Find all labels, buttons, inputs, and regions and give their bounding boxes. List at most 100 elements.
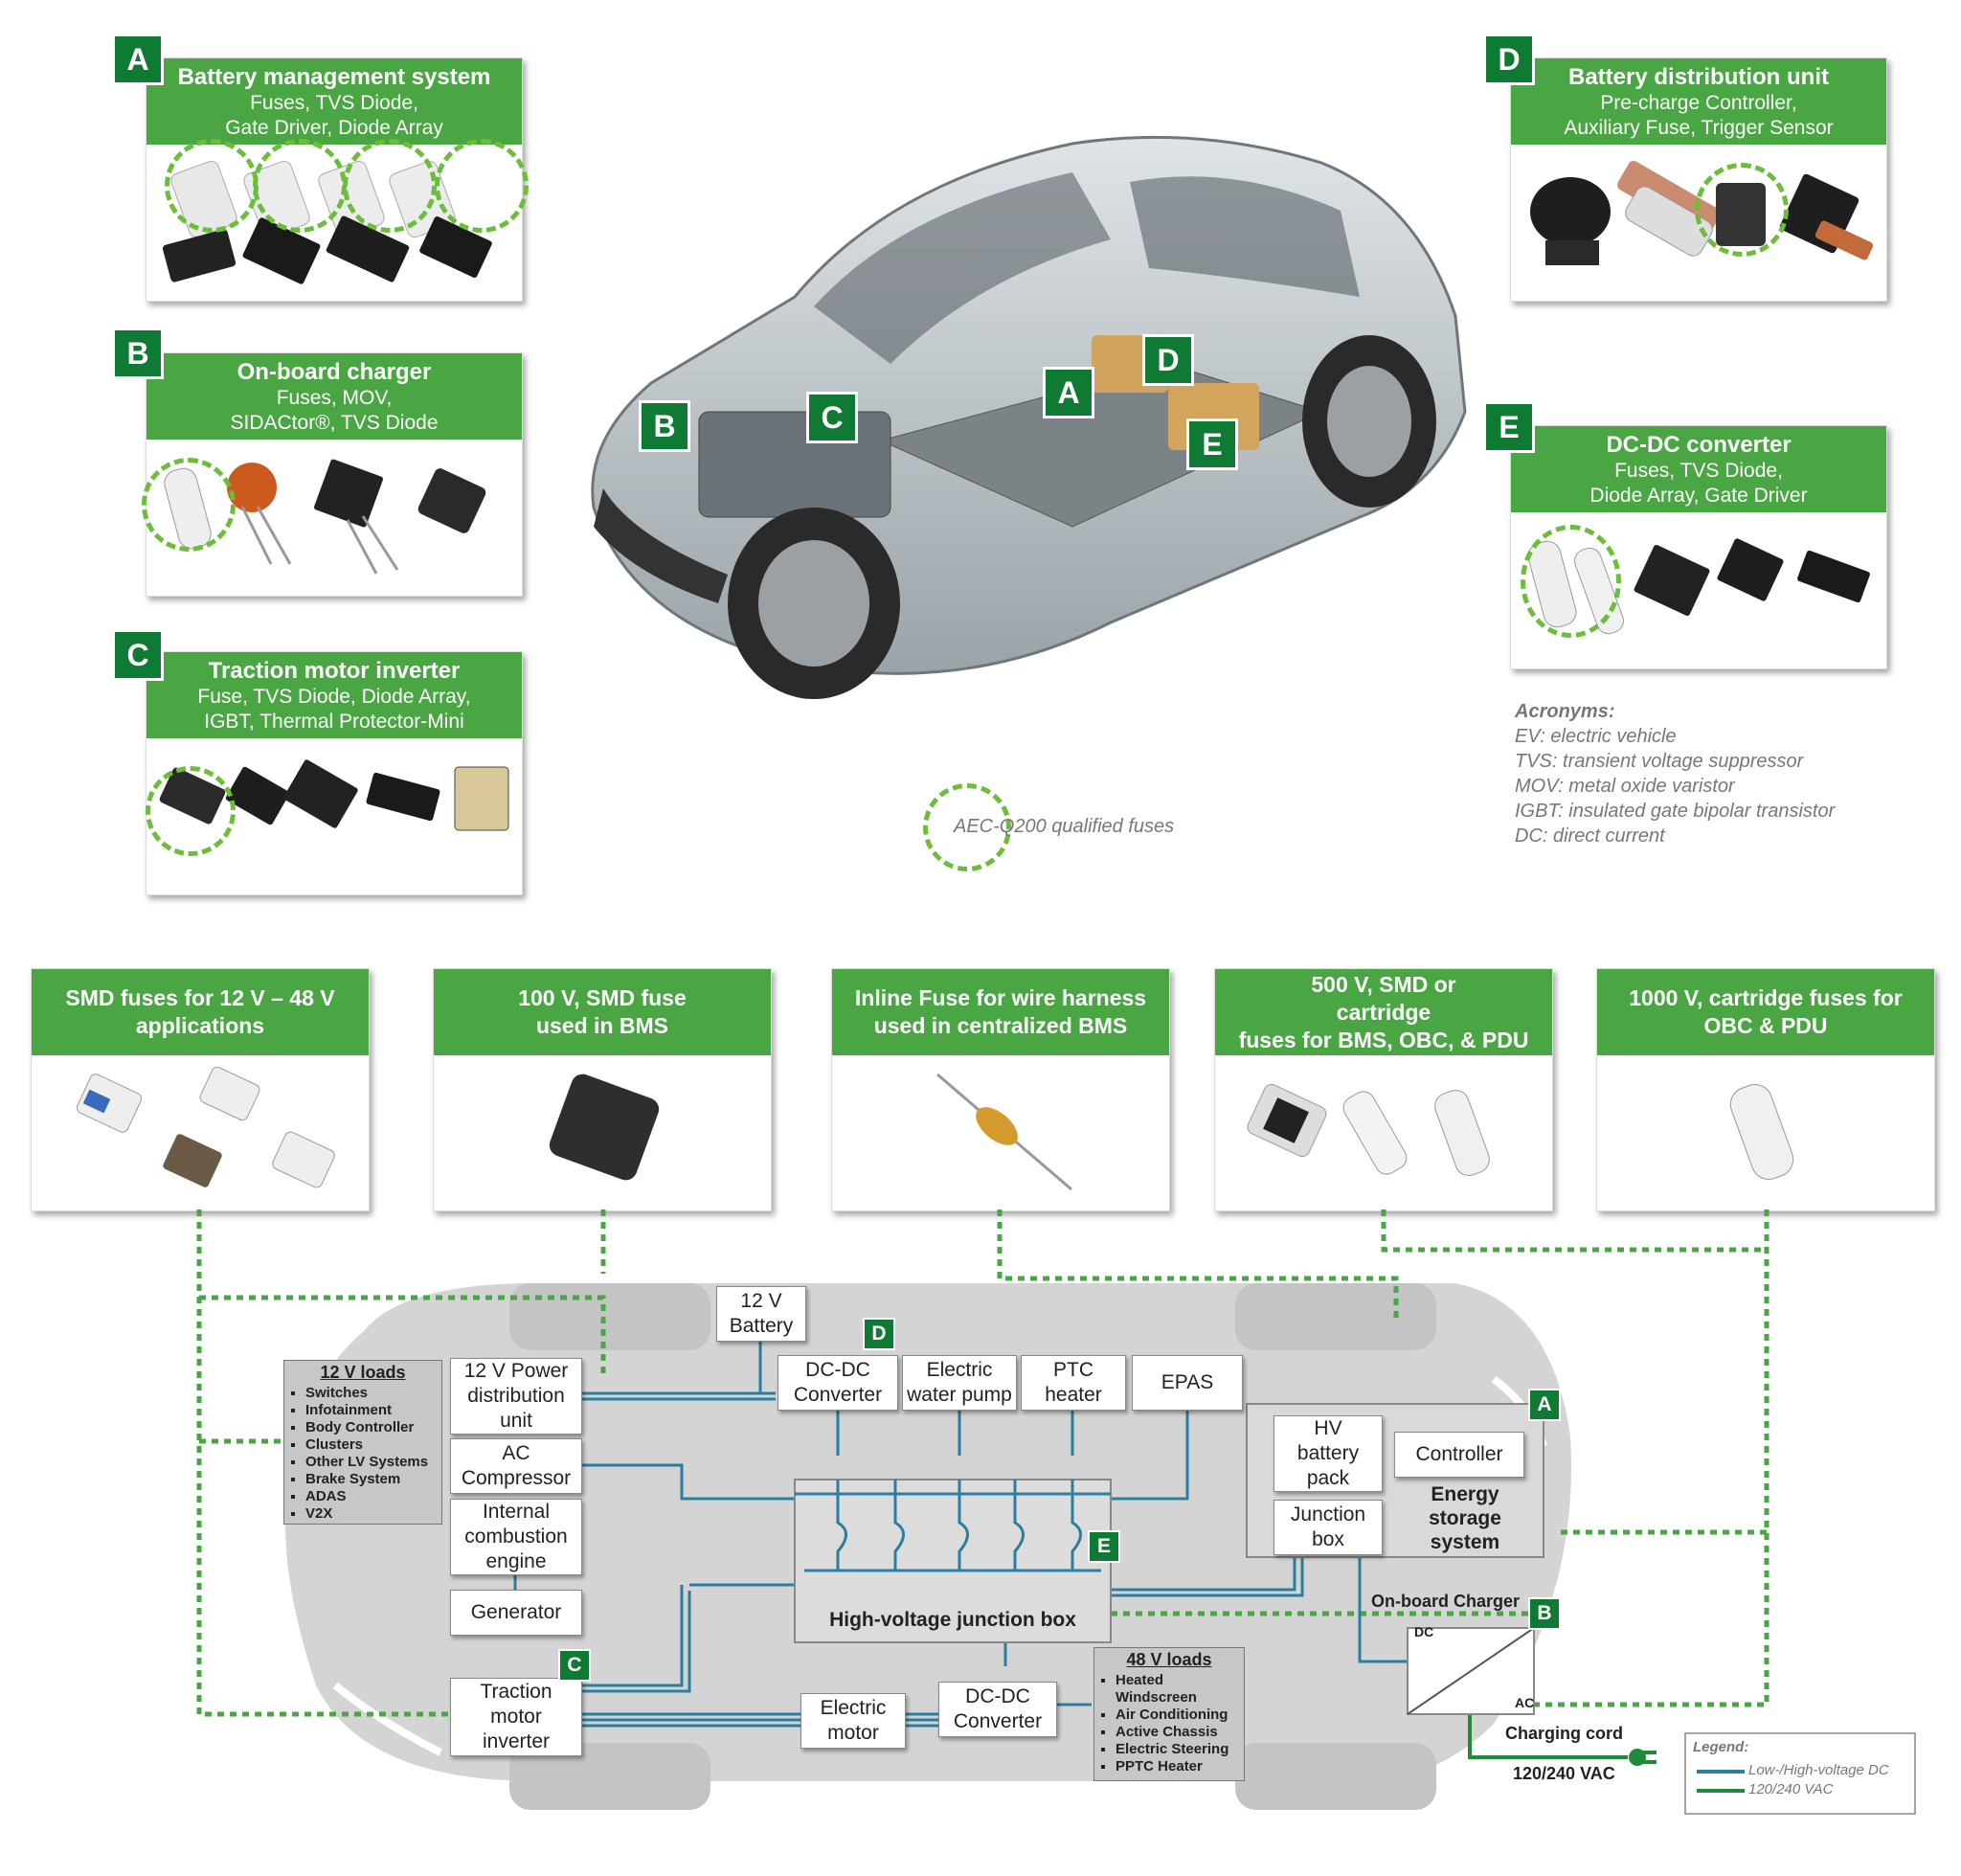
text-line: Controller bbox=[1415, 1443, 1503, 1465]
text-line: DC-DC bbox=[965, 1685, 1030, 1707]
card-header: Battery management system Fuses, TVS Dio… bbox=[147, 58, 522, 145]
loads-12v: 12 V loads Switches Infotainment Body Co… bbox=[283, 1360, 442, 1525]
text-line: distribution bbox=[467, 1385, 565, 1407]
block-electric-water-pump: Electric water pump bbox=[902, 1355, 1017, 1411]
category-line-3: fuses for BMS, OBC, & PDU bbox=[1238, 1027, 1529, 1052]
acronyms: Acronyms: EV: electric vehicle TVS: tran… bbox=[1515, 699, 1917, 848]
aec-ring bbox=[142, 458, 236, 552]
plug-icon bbox=[1629, 1749, 1646, 1766]
text-line: Electric bbox=[820, 1697, 887, 1719]
text-line: heater bbox=[1045, 1384, 1102, 1406]
car-badge-c: C bbox=[809, 395, 855, 441]
wheel-well bbox=[1235, 1283, 1436, 1350]
block-epas: EPAS bbox=[1132, 1355, 1243, 1411]
vac-label: 120/240 VAC bbox=[1513, 1764, 1615, 1783]
text-line: battery bbox=[1296, 1442, 1360, 1464]
block-dc-dc-converter-top: DC-DC Converter bbox=[778, 1355, 898, 1411]
category-500v: 500 V, SMD or cartridge fuses for BMS, O… bbox=[1214, 968, 1553, 1211]
diagram-badge-a: A bbox=[1530, 1390, 1559, 1419]
load-item: Windscreen bbox=[1116, 1689, 1197, 1706]
load-item: PPTC Heater bbox=[1116, 1758, 1244, 1775]
category-line-1: SMD fuses for 12 V – 48 V bbox=[65, 985, 335, 1010]
block-dc-dc-converter-bottom: DC-DC Converter bbox=[938, 1682, 1057, 1737]
text-line: Generator bbox=[470, 1601, 562, 1623]
card-badge-e: E bbox=[1486, 404, 1532, 450]
card-badge-a: A bbox=[115, 36, 161, 82]
acronym-item: TVS: transient voltage suppressor bbox=[1515, 751, 1804, 772]
block-hv-battery-pack: HV battery pack bbox=[1274, 1415, 1383, 1492]
text-line: 12 V bbox=[740, 1290, 782, 1312]
text-line: 12 V Power bbox=[463, 1360, 569, 1382]
obc-dc-label: DC bbox=[1414, 1624, 1434, 1639]
block-junction-box: Junction box bbox=[1274, 1500, 1383, 1555]
text-line: pack bbox=[1306, 1467, 1350, 1489]
aec-legend-label: AEC-Q200 qualified fuses bbox=[954, 816, 1175, 837]
text-line: Internal bbox=[482, 1501, 551, 1523]
category-header: 1000 V, cartridge fuses for OBC & PDU bbox=[1597, 969, 1934, 1055]
legend-ac: 120/240 VAC bbox=[1748, 1781, 1834, 1797]
card-subtitle-2: SIDACtor®, TVS Diode bbox=[230, 412, 439, 434]
ac-lines bbox=[1468, 1714, 1628, 1759]
text-line: combustion bbox=[464, 1526, 568, 1548]
component-images bbox=[1530, 160, 1874, 265]
block-internal-combustion-engine: Internal combustion engine bbox=[450, 1499, 582, 1575]
card-subtitle-1: Fuses, TVS Diode, bbox=[1614, 460, 1783, 482]
load-item: Infotainment bbox=[305, 1402, 441, 1419]
block-ptc-heater: PTC heater bbox=[1021, 1355, 1126, 1411]
block-generator: Generator bbox=[450, 1590, 582, 1636]
category-line-2: applications bbox=[135, 1013, 265, 1038]
load-item: ADAS bbox=[305, 1488, 441, 1505]
legend-title: Legend: bbox=[1693, 1739, 1749, 1755]
acronym-item: DC: direct current bbox=[1515, 825, 1665, 847]
aec-legend-ring bbox=[923, 783, 1011, 871]
category-image bbox=[549, 1074, 660, 1181]
category-1000v: 1000 V, cartridge fuses for OBC & PDU bbox=[1596, 968, 1935, 1211]
card-subtitle-2: Auxiliary Fuse, Trigger Sensor bbox=[1564, 117, 1834, 139]
legend-dc: Low-/High-voltage DC bbox=[1748, 1762, 1889, 1778]
car-badge-b: B bbox=[642, 403, 687, 449]
card-traction-motor-inverter: Traction motor inverter Fuse, TVS Diode,… bbox=[146, 651, 523, 895]
aec-ring bbox=[1521, 525, 1621, 638]
text-line: EPAS bbox=[1161, 1371, 1214, 1393]
load-item: Electric Steering bbox=[1116, 1741, 1244, 1758]
text-line: Traction bbox=[480, 1681, 552, 1703]
category-image bbox=[76, 1066, 335, 1188]
diagram-badge-c: C bbox=[560, 1651, 589, 1680]
hv-junction-box-label: High-voltage junction box bbox=[829, 1609, 1076, 1631]
category-header: Inline Fuse for wire harness used in cen… bbox=[832, 969, 1169, 1055]
card-subtitle-1: Fuses, TVS Diode, bbox=[250, 92, 418, 114]
card-subtitle-2: IGBT, Thermal Protector-Mini bbox=[204, 711, 464, 733]
obc-ac-label: AC bbox=[1515, 1695, 1535, 1710]
wheel-well bbox=[509, 1743, 710, 1810]
loads-list: Heated Windscreen Air Conditioning Activ… bbox=[1094, 1672, 1244, 1775]
block-12v-battery: 12 V Battery bbox=[716, 1286, 806, 1342]
fuse-symbols bbox=[795, 1480, 1111, 1572]
aec-ring bbox=[435, 139, 529, 233]
card-badge-c: C bbox=[115, 632, 161, 678]
text-line: AC bbox=[502, 1442, 530, 1464]
text-line: DC-DC bbox=[805, 1359, 870, 1381]
dc-lines bbox=[513, 1341, 1408, 1728]
text-line: Battery bbox=[729, 1315, 794, 1337]
car-badge-e: E bbox=[1189, 421, 1235, 467]
card-subtitle-1: Pre-charge Controller, bbox=[1600, 92, 1797, 114]
category-100v-smd: 100 V, SMD fuse used in BMS bbox=[433, 968, 772, 1211]
card-badge-b: B bbox=[115, 330, 161, 376]
load-item: Brake System bbox=[305, 1471, 441, 1488]
card-subtitle-2: Diode Array, Gate Driver bbox=[1589, 485, 1808, 507]
category-inline-fuse: Inline Fuse for wire harness used in cen… bbox=[831, 968, 1170, 1211]
card-header: On-board charger Fuses, MOV, SIDACtor®, … bbox=[147, 353, 522, 440]
card-title: DC-DC converter bbox=[1606, 432, 1792, 458]
text-line: Compressor bbox=[461, 1467, 572, 1489]
text-line: unit bbox=[500, 1410, 532, 1432]
diagram-badge-b: B bbox=[1530, 1599, 1559, 1628]
category-line-1: 1000 V, cartridge fuses for bbox=[1629, 985, 1903, 1010]
load-item: Active Chassis bbox=[1116, 1724, 1244, 1741]
card-title: Battery distribution unit bbox=[1568, 64, 1829, 90]
charging-cord-label: Charging cord bbox=[1505, 1724, 1624, 1743]
load-item: Other LV Systems bbox=[305, 1454, 441, 1471]
loads-48v: 48 V loads Heated Windscreen Air Conditi… bbox=[1093, 1647, 1245, 1781]
block-12v-power-distribution: 12 V Power distribution unit bbox=[450, 1358, 582, 1435]
text-line: engine bbox=[485, 1550, 547, 1572]
